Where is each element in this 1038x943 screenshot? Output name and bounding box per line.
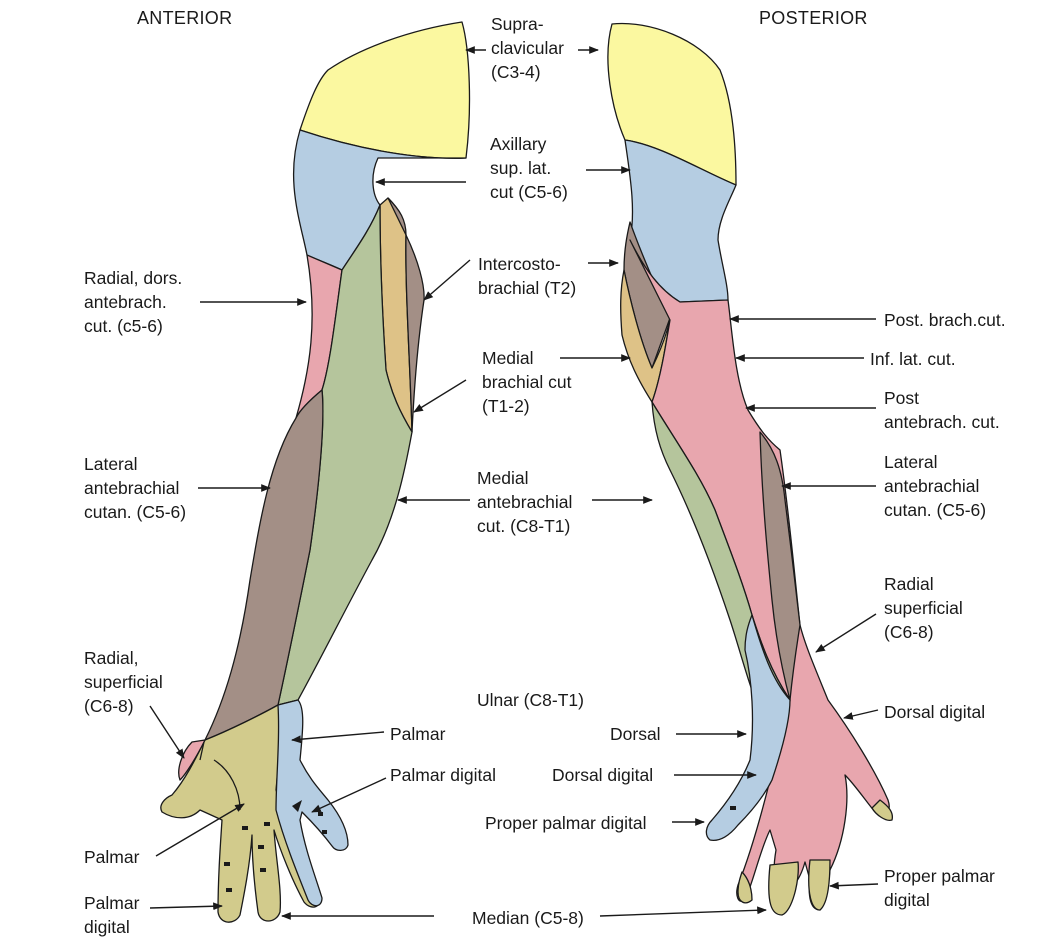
arrow-radial-superficial-left [149,705,185,759]
label-proper-palmar-digital-center: Proper palmar digital [485,813,647,833]
arrow-palmar-left [155,803,245,857]
label-radial-superficial-right: Radial superficial (C6-8) [884,574,963,642]
label-post-antebrach-cut: Post antebrach. cut. [884,388,1000,432]
posterior-axillary-region [624,139,737,303]
label-dorsal: Dorsal [610,724,661,744]
anterior-arm [160,21,471,923]
label-post-brach-cut: Post. brach.cut. [884,310,1006,330]
label-palmar-left: Palmar [84,847,140,867]
label-intercostobrachial: Intercosto- brachial (T2) [478,254,577,298]
label-supraclavicular: Supra- clavicular (C3-4) [491,14,564,82]
label-median: Median (C5-8) [472,908,584,928]
label-radial-dors: Radial, dors. antebrach. cut. (c5-6) [84,268,183,336]
label-radial-superficial-left: Radial, superficial (C6-8) [84,648,163,716]
label-medial-brachial: Medial brachial cut (T1-2) [482,348,572,416]
arrow-intercostobrachial-left [423,259,471,301]
arrow-palmar-ulnar [291,731,385,744]
label-lateral-antebrachial-left: Lateral antebrachial cutan. (C5-6) [84,454,187,522]
label-dorsal-digital-center: Dorsal digital [552,765,654,785]
arrow-palmar-digital-left [149,902,223,911]
label-palmar-digital-left: Palmar digital [84,893,140,937]
posterior-post-brachial-region [629,239,890,911]
label-ulnar: Ulnar (C8-T1) [477,690,584,710]
arrow-median-right [599,906,767,917]
label-palmar-digital-ulnar: Palmar digital [390,765,497,785]
posterior-title: POSTERIOR [759,8,868,28]
posterior-median-fingertips [737,799,894,916]
arrow-medial-brachial-left [413,379,467,413]
anterior-ulnar-hand-region [275,699,349,907]
arrow-palmar-digital-ulnar [311,777,387,813]
posterior-ulnar-hand-region [705,614,791,841]
label-dorsal-digital-right: Dorsal digital [884,702,986,722]
anterior-radial-superficial-region [178,739,206,781]
arrow-proper-palmar-digital-right [829,881,879,890]
label-axillary: Axillary sup. lat. cut (C5-6) [490,134,568,202]
label-proper-palmar-digital-right: Proper palmar digital [884,866,995,910]
anterior-title: ANTERIOR [137,8,233,28]
label-palmar-ulnar: Palmar [390,724,446,744]
label-medial-antebrachial: Medial antebrachial cut. (C8-T1) [477,468,573,536]
arrow-radial-superficial-right [815,613,877,653]
label-inf-lat-cut: Inf. lat. cut. [870,349,956,369]
posterior-arm [607,22,894,916]
posterior-finger-marks [730,806,736,810]
arrow-dorsal-digital-right [843,709,879,720]
posterior-lateral-antebrachial-region [759,431,801,701]
leader-arrows [149,46,879,920]
label-lateral-antebrachial-right: Lateral antebrachial cutan. (C5-6) [884,452,987,520]
anterior-medial-brachial-region [387,197,425,433]
